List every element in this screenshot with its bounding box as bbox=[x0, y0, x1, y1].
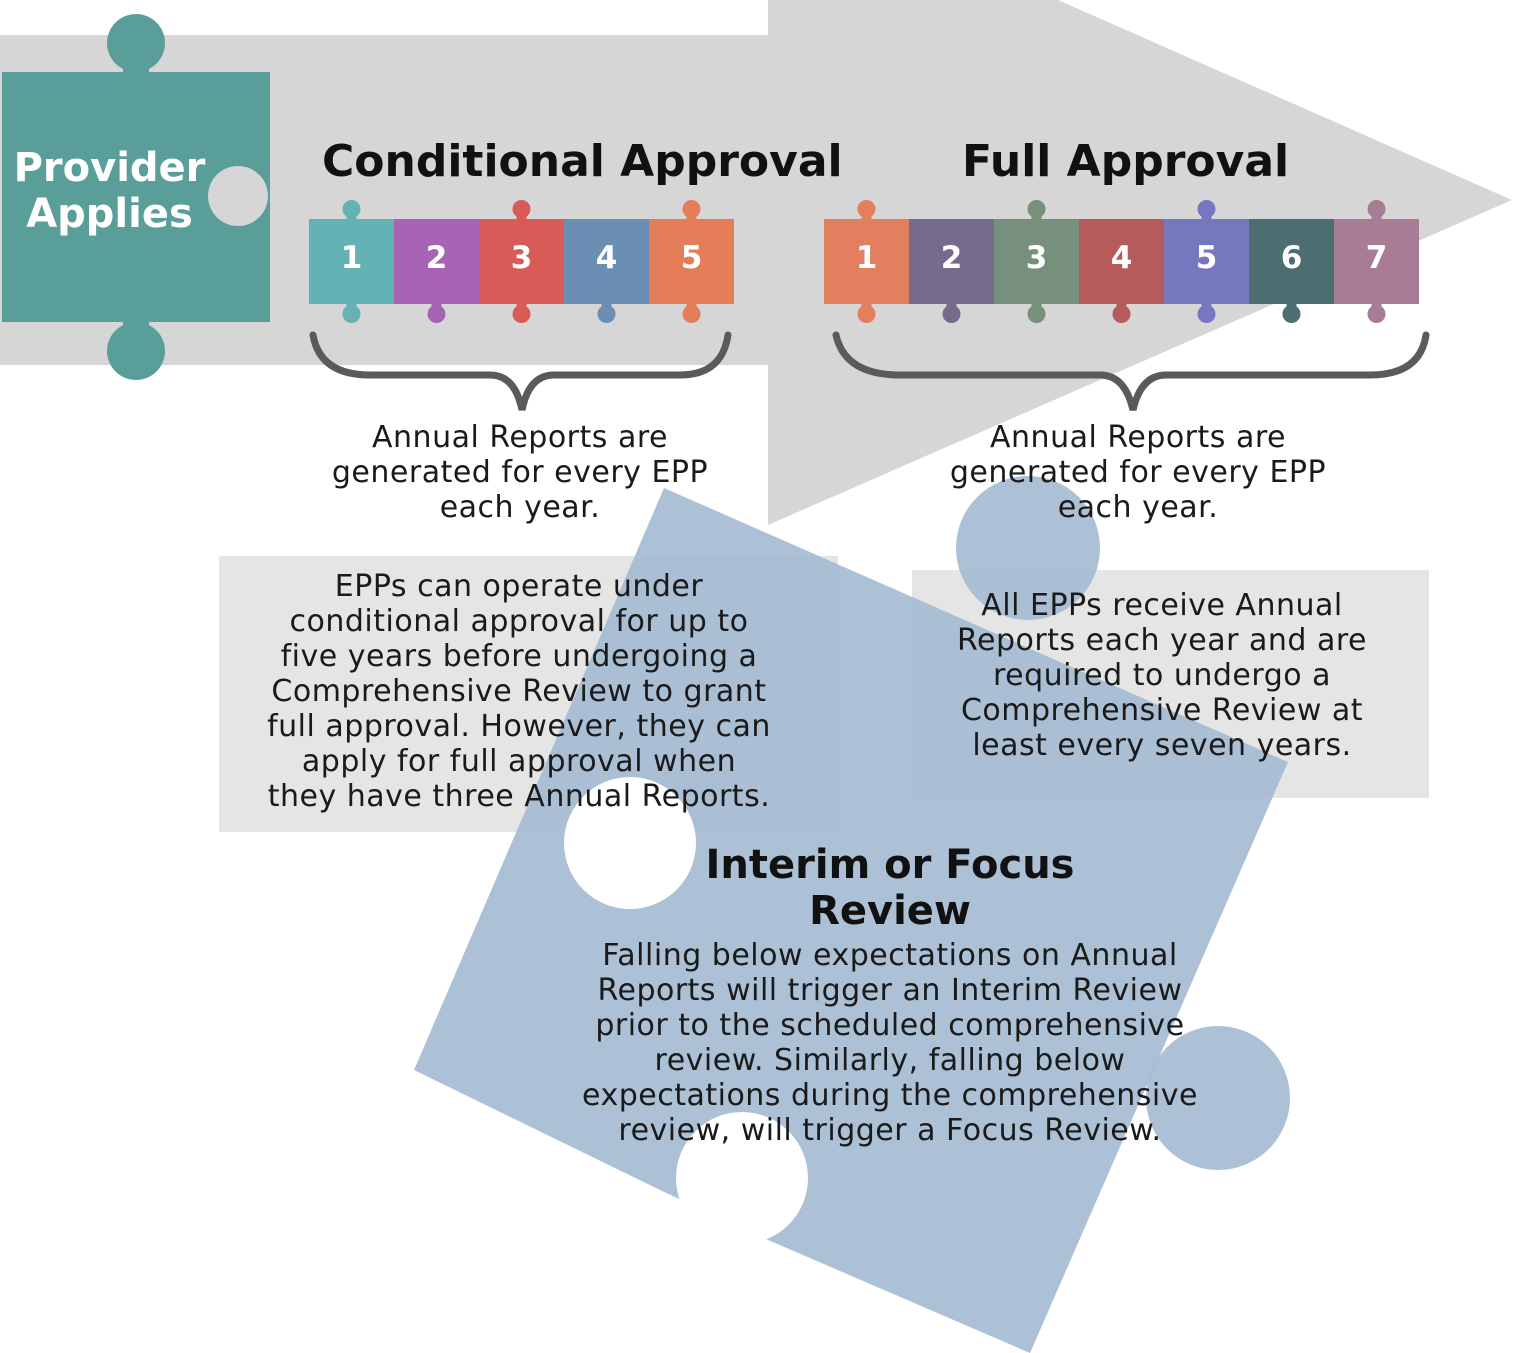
conditional-box-line: full approval. However, they can bbox=[267, 709, 771, 744]
conditional-puzzle-strip bbox=[309, 200, 734, 323]
full-puzzle-strip bbox=[824, 200, 1419, 323]
conditional-piece-number: 1 bbox=[340, 240, 363, 276]
full-piece-number: 3 bbox=[1025, 240, 1048, 276]
interim-left-socket bbox=[564, 777, 696, 909]
full-caption-line: generated for every EPP bbox=[949, 455, 1327, 490]
interim-title-line-1: Interim or Focus bbox=[705, 842, 1075, 888]
full-piece-number: 6 bbox=[1280, 240, 1303, 276]
conditional-caption: Annual Reports are generated for every E… bbox=[270, 420, 770, 525]
conditional-box-text: EPPs can operate under conditional appro… bbox=[219, 569, 819, 814]
provider-socket bbox=[208, 166, 268, 226]
conditional-box-line: EPPs can operate under bbox=[334, 569, 704, 604]
interim-text-line: Reports will trigger an Interim Review bbox=[597, 973, 1183, 1008]
conditional-box-line: conditional approval for up to bbox=[289, 604, 749, 639]
interim-title-line-2: Review bbox=[809, 888, 971, 934]
conditional-piece-number: 5 bbox=[680, 240, 703, 276]
conditional-box-line: five years before undergoing a bbox=[280, 639, 758, 674]
interim-block: Interim or Focus Review Falling below ex… bbox=[520, 842, 1260, 1148]
interim-text: Falling below expectations on Annual Rep… bbox=[520, 938, 1260, 1148]
provider-applies-label: Provider Applies bbox=[2, 145, 217, 237]
full-box-line: required to undergo a bbox=[992, 658, 1332, 693]
full-piece-7 bbox=[1334, 200, 1419, 323]
conditional-box-line: apply for full approval when bbox=[301, 744, 737, 779]
interim-text-line: expectations during the comprehensive bbox=[582, 1078, 1198, 1113]
conditional-piece-number: 3 bbox=[510, 240, 533, 276]
full-box-line: Comprehensive Review at bbox=[960, 693, 1364, 728]
full-piece-5 bbox=[1164, 200, 1263, 323]
conditional-piece-number: 2 bbox=[425, 240, 448, 276]
conditional-caption-line: generated for every EPP bbox=[331, 455, 709, 490]
full-caption-line: Annual Reports are bbox=[990, 420, 1286, 455]
full-piece-3 bbox=[994, 200, 1093, 323]
conditional-brace bbox=[309, 331, 732, 411]
full-approval-title: Full Approval bbox=[962, 136, 1290, 187]
conditional-piece-5 bbox=[649, 200, 734, 323]
conditional-caption-line: each year. bbox=[439, 490, 601, 525]
full-piece-number: 7 bbox=[1365, 240, 1388, 276]
full-box-line: Reports each year and are bbox=[957, 623, 1367, 658]
conditional-approval-title: Conditional Approval bbox=[322, 136, 843, 187]
progress-arrow bbox=[0, 0, 1512, 525]
conditional-box-line: Comprehensive Review to grant bbox=[271, 674, 767, 709]
full-piece-4 bbox=[1079, 219, 1178, 323]
interim-text-line: review. Similarly, falling below bbox=[654, 1043, 1126, 1078]
full-brace bbox=[832, 331, 1430, 411]
conditional-box-line: they have three Annual Reports. bbox=[267, 779, 771, 814]
interim-text-line: review, will trigger a Focus Review. bbox=[618, 1113, 1162, 1148]
full-caption: Annual Reports are generated for every E… bbox=[888, 420, 1388, 525]
interim-text-line: Falling below expectations on Annual bbox=[602, 938, 1178, 973]
conditional-piece-number: 4 bbox=[595, 240, 618, 276]
full-piece-number: 4 bbox=[1110, 240, 1133, 276]
conditional-caption-line: Annual Reports are bbox=[372, 420, 668, 455]
full-piece-2 bbox=[909, 219, 1008, 323]
provider-line-1: Provider bbox=[13, 145, 206, 191]
full-box-line: least every seven years. bbox=[972, 728, 1352, 763]
full-piece-number: 1 bbox=[855, 240, 878, 276]
interim-text-line: prior to the scheduled comprehensive bbox=[595, 1008, 1185, 1043]
interim-bottom-socket bbox=[676, 1112, 808, 1244]
full-piece-number: 5 bbox=[1195, 240, 1218, 276]
full-box-text: All EPPs receive Annual Reports each yea… bbox=[912, 588, 1412, 763]
full-piece-number: 2 bbox=[940, 240, 963, 276]
full-caption-line: each year. bbox=[1057, 490, 1219, 525]
provider-puzzle-piece bbox=[2, 14, 270, 380]
interim-puzzle-piece bbox=[414, 476, 1290, 1353]
provider-line-2: Applies bbox=[26, 191, 193, 237]
full-box-line: All EPPs receive Annual bbox=[981, 588, 1343, 623]
